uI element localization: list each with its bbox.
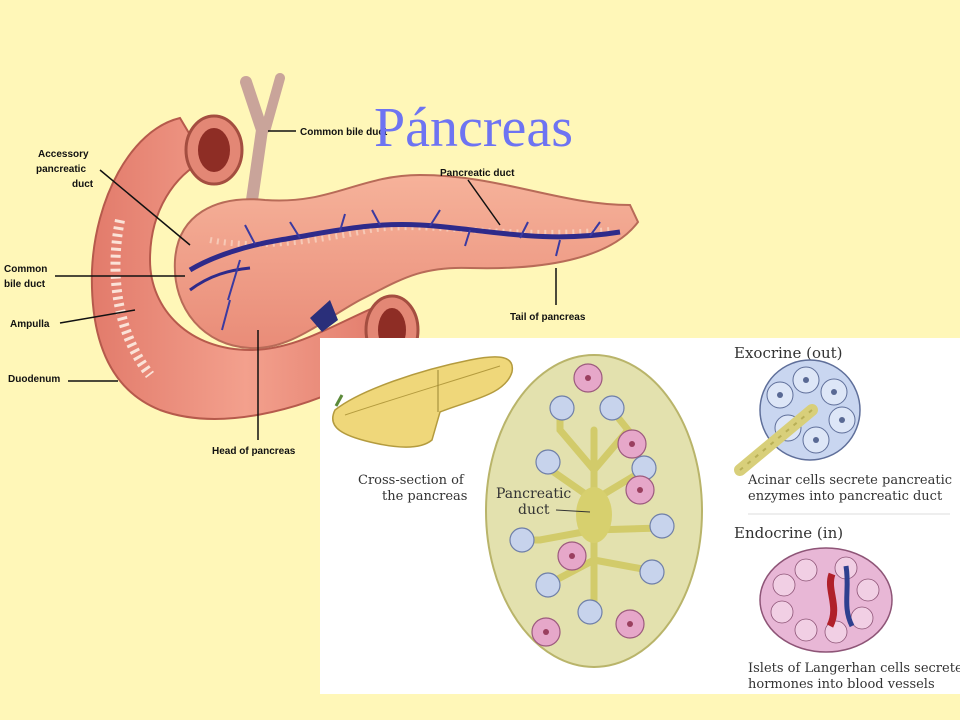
label-common-bile-duct-top: Common bile duct — [300, 127, 388, 138]
endocrine-title: Endocrine (in) — [734, 524, 843, 542]
label-pancreatic-duct: Pancreatic duct — [440, 168, 515, 179]
acini-clusters — [509, 395, 675, 625]
islet-vessels — [543, 375, 643, 635]
exocrine-caption-line2: enzymes into pancreatic duct — [748, 489, 943, 504]
label-accessory-line1: Accessory — [38, 149, 89, 160]
pancreas-body — [173, 173, 640, 350]
label-common-bile-duct-line1: Common — [4, 264, 47, 275]
exocrine-caption-line1: Acinar cells secrete pancreatic — [747, 473, 952, 488]
acinar-cells-illustration — [734, 359, 861, 476]
label-duodenum: Duodenum — [8, 374, 60, 385]
label-cross-section-line1: Cross-section of — [358, 473, 465, 488]
label-ampulla: Ampulla — [10, 319, 50, 330]
cross-section-panel: Cross-section of the pancreas — [320, 338, 960, 694]
label-accessory-line3: duct — [72, 179, 94, 190]
label-accessory-line2: pancreatic — [36, 164, 86, 175]
anatomy-leader-lines — [55, 130, 557, 440]
label-cross-section-line2: the pancreas — [382, 489, 467, 504]
label-tail-of-pancreas: Tail of pancreas — [510, 312, 586, 323]
pancreatic-duct — [188, 222, 621, 273]
endocrine-caption-line1: Islets of Langerhan cells secrete — [748, 661, 960, 676]
label-common-bile-duct-line2: bile duct — [4, 279, 46, 290]
endocrine-caption-line2: hormones into blood vessels — [748, 677, 935, 692]
islet-cells-illustration — [759, 547, 893, 653]
small-pancreas-drawing — [332, 356, 514, 448]
exocrine-title: Exocrine (out) — [734, 344, 843, 362]
label-pancreatic-duct-inner-line2: duct — [518, 502, 550, 518]
label-head-of-pancreas: Head of pancreas — [212, 446, 296, 457]
label-pancreatic-duct-inner-line1: Pancreatic — [496, 486, 571, 502]
slide-title: Páncreas — [374, 97, 573, 159]
